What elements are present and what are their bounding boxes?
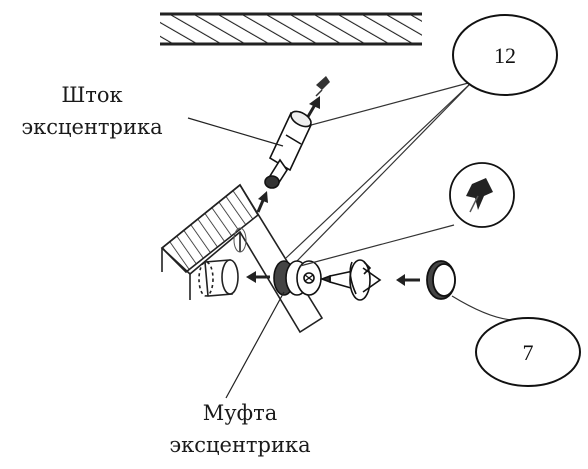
leader-lines-12 [285, 81, 473, 263]
sleeve-label-line1: Муфта [202, 401, 278, 425]
callout-7-number: 7 [523, 340, 534, 365]
arrow-left-small-icon [396, 274, 420, 286]
rod-label-line1: Шток [61, 83, 123, 107]
eccentric-rod [264, 110, 313, 189]
arrow-up-lower-icon [256, 191, 268, 213]
sleeve-label: Муфта эксцентрика [120, 400, 360, 458]
cap-plug [426, 260, 456, 300]
arrow-left-icon [246, 271, 270, 283]
sleeve-label-leader [225, 291, 285, 399]
leader-line-7 [451, 295, 513, 321]
magnified-screw-head [299, 162, 515, 267]
rod-label-line2: эксцентрика [21, 115, 163, 139]
callout-7: 7 [475, 317, 581, 387]
rod-label-leader [187, 117, 284, 147]
board-panel [160, 183, 324, 334]
screw-top [315, 76, 330, 97]
top-panel-hatched [160, 12, 422, 46]
rod-label: Шток эксцентрика [2, 82, 182, 140]
sleeve-cylinder [198, 259, 239, 297]
callout-12: 12 [452, 14, 558, 96]
screw-with-washer [319, 259, 382, 301]
callout-12-number: 12 [494, 43, 516, 68]
sleeve-label-line2: эксцентрика [169, 433, 311, 457]
eccentric-coupling [273, 260, 322, 296]
